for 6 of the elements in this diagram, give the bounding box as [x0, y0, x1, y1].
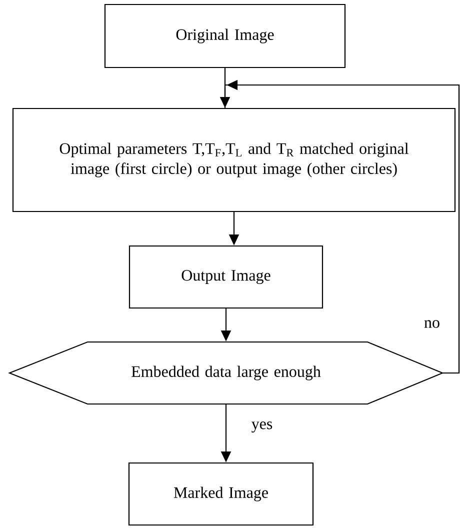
edge-label: yes: [250, 420, 274, 434]
process-box: Original Image: [104, 4, 346, 68]
process-box: Marked Image: [128, 462, 314, 526]
process-box: Optimal parameters T,T$_{F}$,T$_{L}$ and T$_{R}$ matched original image (first circle) or output image (other circles): [12, 108, 456, 212]
process-box: Output Image: [128, 245, 324, 309]
edge-label: no: [423, 319, 441, 329]
